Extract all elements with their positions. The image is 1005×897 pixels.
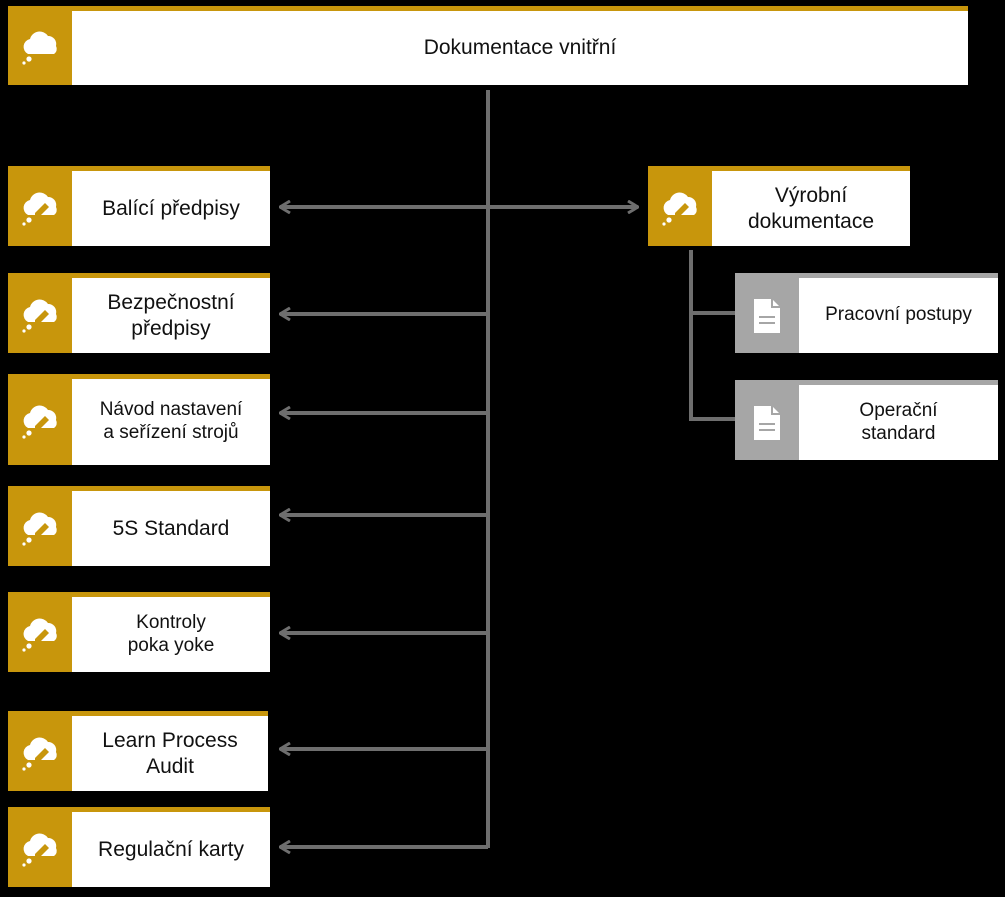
cloud-pencil-icon	[8, 171, 72, 246]
node-label: 5S Standard	[72, 491, 270, 566]
node-vyrobni[interactable]: Výrobní dokumentace	[648, 166, 910, 246]
node-label: Learn Process Audit	[72, 716, 268, 791]
node-label: Balící předpisy	[72, 171, 270, 246]
node-label: Výrobní dokumentace	[712, 171, 910, 246]
node-label: Kontroly poka yoke	[72, 597, 270, 672]
document-icon	[735, 278, 799, 353]
root-node[interactable]: Dokumentace vnitřní	[8, 6, 968, 85]
node-balici[interactable]: Balící předpisy	[8, 166, 270, 246]
node-label: Návod nastavení a seřízení strojů	[72, 379, 270, 465]
cloud-pencil-icon	[8, 278, 72, 353]
cloud-pencil-icon	[8, 812, 72, 887]
node-lpa[interactable]: Learn Process Audit	[8, 711, 268, 791]
doc-operacni[interactable]: Operační standard	[735, 380, 998, 460]
doc-pracovni[interactable]: Pracovní postupy	[735, 273, 998, 353]
doc-tree-line	[689, 250, 735, 421]
cloud-pencil-icon	[8, 597, 72, 672]
root-label: Dokumentace vnitřní	[72, 11, 968, 85]
node-bezpecnostni[interactable]: Bezpečnostní předpisy	[8, 273, 270, 353]
node-label: Regulační karty	[72, 812, 270, 887]
node-kontroly[interactable]: Kontroly poka yoke	[8, 592, 270, 672]
node-label: Operační standard	[799, 385, 998, 460]
cloud-pencil-icon	[8, 716, 72, 791]
node-label: Pracovní postupy	[799, 278, 998, 353]
document-icon	[735, 385, 799, 460]
cloud-pencil-icon	[648, 171, 712, 246]
cloud-icon	[8, 11, 72, 85]
node-5s[interactable]: 5S Standard	[8, 486, 270, 566]
node-navod[interactable]: Návod nastavení a seřízení strojů	[8, 374, 270, 465]
node-regulacni[interactable]: Regulační karty	[8, 807, 270, 887]
cloud-pencil-icon	[8, 491, 72, 566]
cloud-pencil-icon	[8, 379, 72, 465]
node-label: Bezpečnostní předpisy	[72, 278, 270, 353]
